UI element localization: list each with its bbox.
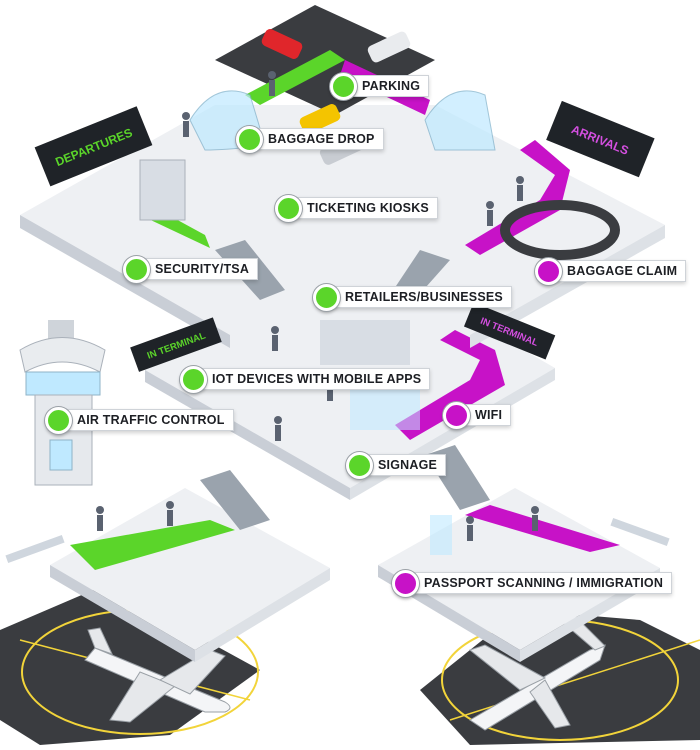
label-retailers-businesses: RETAILERS/BUSINESSES — [313, 283, 512, 311]
label-passport-scanning: PASSPORT SCANNING / IMMIGRATION — [392, 569, 673, 597]
wifi-label-text: WIFI — [464, 404, 512, 426]
baggage-drop-marker-dot — [236, 125, 263, 153]
passport-scanning-marker-dot — [392, 569, 419, 597]
retailers-businesses-label-text: RETAILERS/BUSINESSES — [334, 286, 512, 308]
label-air-traffic-control: AIR TRAFFIC CONTROL — [45, 406, 234, 434]
signage-label-text: SIGNAGE — [367, 454, 447, 476]
parking-marker-dot — [330, 72, 357, 100]
airplane-left — [84, 627, 231, 723]
air-traffic-control-tower — [19, 320, 106, 486]
signage-marker-dot — [346, 451, 373, 479]
label-baggage-claim: BAGGAGE CLAIM — [535, 257, 687, 285]
label-parking: PARKING — [330, 72, 430, 100]
iot-devices-marker-dot — [180, 365, 207, 393]
in-terminal-sign-left: IN TERMINAL — [130, 317, 222, 372]
label-baggage-drop: BAGGAGE DROP — [236, 125, 384, 153]
label-ticketing-kiosks: TICKETING KIOSKS — [275, 194, 438, 222]
air-traffic-control-marker-dot — [45, 406, 72, 434]
arrivals-sign: ARRIVALS — [546, 100, 655, 178]
baggage-claim-label-text: BAGGAGE CLAIM — [556, 260, 687, 282]
parking-label-text: PARKING — [351, 75, 430, 97]
wifi-marker-dot — [443, 401, 470, 429]
iot-devices-label-text: IOT DEVICES WITH MOBILE APPS — [201, 368, 431, 390]
security-tsa-marker-dot — [123, 255, 150, 283]
baggage-drop-label-text: BAGGAGE DROP — [257, 128, 384, 150]
air-traffic-control-label-text: AIR TRAFFIC CONTROL — [66, 409, 234, 431]
people — [96, 71, 539, 541]
label-wifi: WIFI — [443, 401, 512, 429]
label-signage: SIGNAGE — [346, 451, 447, 479]
label-iot-devices: IOT DEVICES WITH MOBILE APPS — [180, 365, 431, 393]
baggage-claim-marker-dot — [535, 257, 562, 285]
ticketing-kiosks-marker-dot — [275, 194, 302, 222]
ticketing-kiosks-label-text: TICKETING KIOSKS — [296, 197, 438, 219]
retailers-businesses-marker-dot — [313, 283, 340, 311]
security-tsa-label-text: SECURITY/TSA — [144, 258, 259, 280]
label-security-tsa: SECURITY/TSA — [123, 255, 259, 283]
passport-scanning-label-text: PASSPORT SCANNING / IMMIGRATION — [413, 572, 673, 594]
platform-gate-left — [5, 488, 330, 662]
